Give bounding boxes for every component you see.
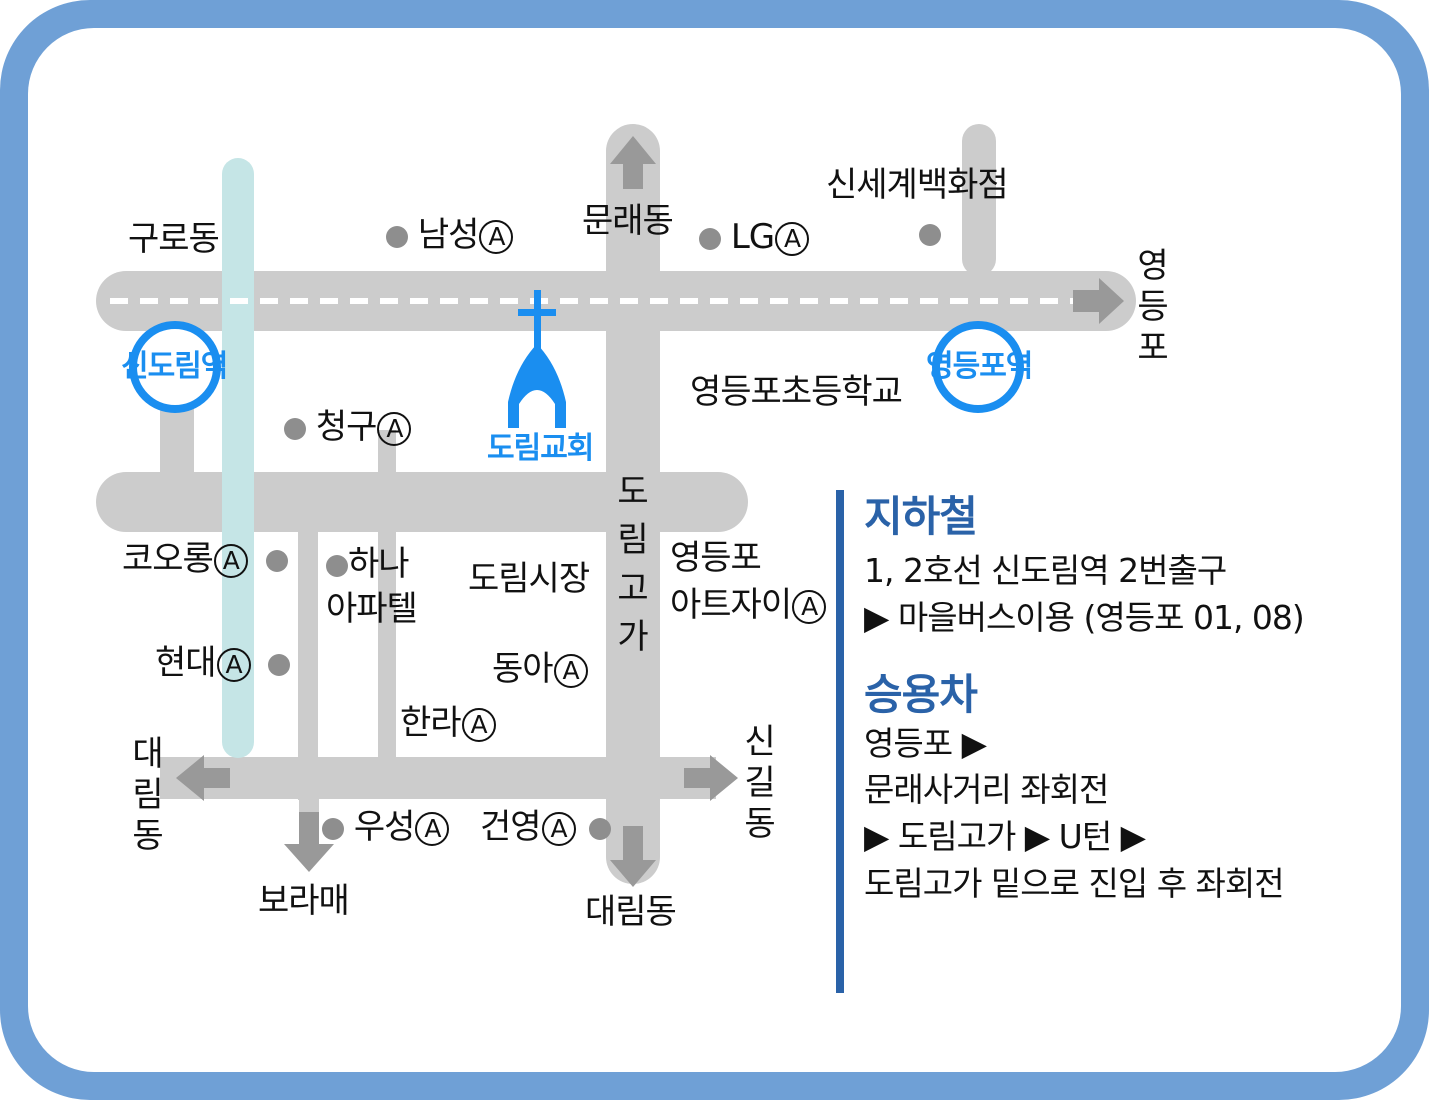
arrow-down-boramae (284, 812, 334, 872)
daerim-bottom-label: 대림동 (585, 892, 677, 932)
yeongdeungpo-station-label: 영등포역 (926, 349, 1033, 384)
hana-label: 하나 (348, 544, 410, 584)
sindorim-station-ring (129, 321, 221, 413)
singil-label: 신길동 (740, 722, 780, 844)
place-hana: 하나 (326, 544, 410, 584)
car-line-4: 도림고가 밑으로 진입 후 좌회전 (864, 864, 1285, 904)
marker-dot (589, 817, 612, 840)
kolon-label: 코오롱 (122, 539, 214, 579)
arrow-down-daerim (610, 826, 656, 887)
road-small-2 (378, 430, 396, 760)
car-line-1: 영등포 ▶ (864, 723, 987, 763)
chunggu-label: 청구 (315, 407, 378, 447)
arrow-left (176, 755, 230, 801)
car-line-2: 문래사거리 좌회전 (864, 770, 1109, 810)
marker-dot (284, 417, 306, 440)
yeongdeungpo-right-label: 영등포 (1136, 246, 1176, 368)
hyundai-label: 현대 (155, 643, 217, 683)
apartment-icon: A (213, 543, 248, 578)
hana-label-2: 아파텔 (326, 589, 418, 629)
artzai-label-2: 아트자이 (670, 585, 792, 625)
info-divider (836, 490, 844, 993)
lg-label: LG (730, 217, 775, 257)
apartment-icon: A (415, 811, 450, 846)
apartment-icon: A (216, 647, 251, 682)
daerim-left-text: 대림동 (132, 734, 164, 856)
car-title: 승용차 (864, 670, 978, 720)
guro-label: 구로동 (128, 219, 220, 259)
subway-line-1: 1, 2호선 신도림역 2번출구 (864, 551, 1227, 591)
gunyoung-label: 건영 (480, 807, 542, 847)
shinsegae-label: 신세계백화점 (826, 165, 1009, 205)
yeongdeungpo-school-label: 영등포초등학교 (690, 372, 903, 412)
singil-text: 신길동 (744, 722, 776, 844)
railway-line (222, 158, 254, 758)
arrow-right-main (1073, 278, 1124, 324)
yeongdeungpo-station-ring (932, 321, 1024, 413)
apartment-icon: A (553, 653, 588, 688)
apartment-icon: A (792, 589, 827, 624)
daerim-left-label: 대림동 (128, 734, 168, 856)
apartment-icon: A (541, 811, 576, 846)
dorim-overpass-text: 도림고가 (617, 472, 649, 657)
sindorim-station-label: 신도림역 (121, 349, 228, 384)
namsung-label: 남성 (417, 215, 480, 255)
marker-dot (322, 817, 344, 840)
subway-line-2: ▶ 마을버스이용 (영등포 01, 08) (864, 598, 1305, 638)
marker-dot (268, 653, 291, 676)
dorim-market-label: 도림시장 (468, 559, 590, 599)
road-shinsegae (962, 124, 996, 276)
marker-dot (326, 554, 348, 577)
apartment-icon: A (775, 221, 810, 256)
apartment-icon: A (479, 219, 514, 254)
road-middle-horizontal (96, 472, 748, 532)
artzai-label-1: 영등포 (670, 538, 762, 578)
road-dorim-overpass (606, 124, 660, 884)
yeongdeungpo-right-text: 영등포 (1137, 246, 1169, 368)
marker-dot (265, 549, 288, 572)
marker-dot (386, 225, 408, 248)
woosung-label: 우성 (353, 807, 416, 847)
directions-panel: 지하철 1, 2호선 신도림역 2번출구 ▶ 마을버스이용 (영등포 01, 0… (864, 492, 1384, 908)
munrae-top-label: 문래동 (582, 201, 674, 241)
church-label: 도림교회 (487, 431, 594, 466)
donga-label: 동아 (492, 649, 554, 689)
church-icon (508, 290, 566, 428)
road-small-1 (298, 530, 318, 800)
dorim-overpass-label: 도림고가 (612, 468, 654, 661)
boramae-label: 보라매 (258, 881, 350, 921)
subway-title: 지하철 (864, 492, 978, 541)
apartment-icon: A (461, 707, 496, 742)
car-line-3: ▶ 도림고가 ▶ U턴 ▶ (864, 817, 1146, 857)
hanra-label: 한라 (400, 703, 462, 743)
marker-dot (699, 227, 721, 250)
arrow-right-bottom (684, 755, 738, 801)
shinsegae-dot (919, 224, 941, 246)
arrow-up (610, 136, 656, 189)
apartment-icon: A (377, 411, 412, 446)
map-panel (28, 28, 1401, 1072)
